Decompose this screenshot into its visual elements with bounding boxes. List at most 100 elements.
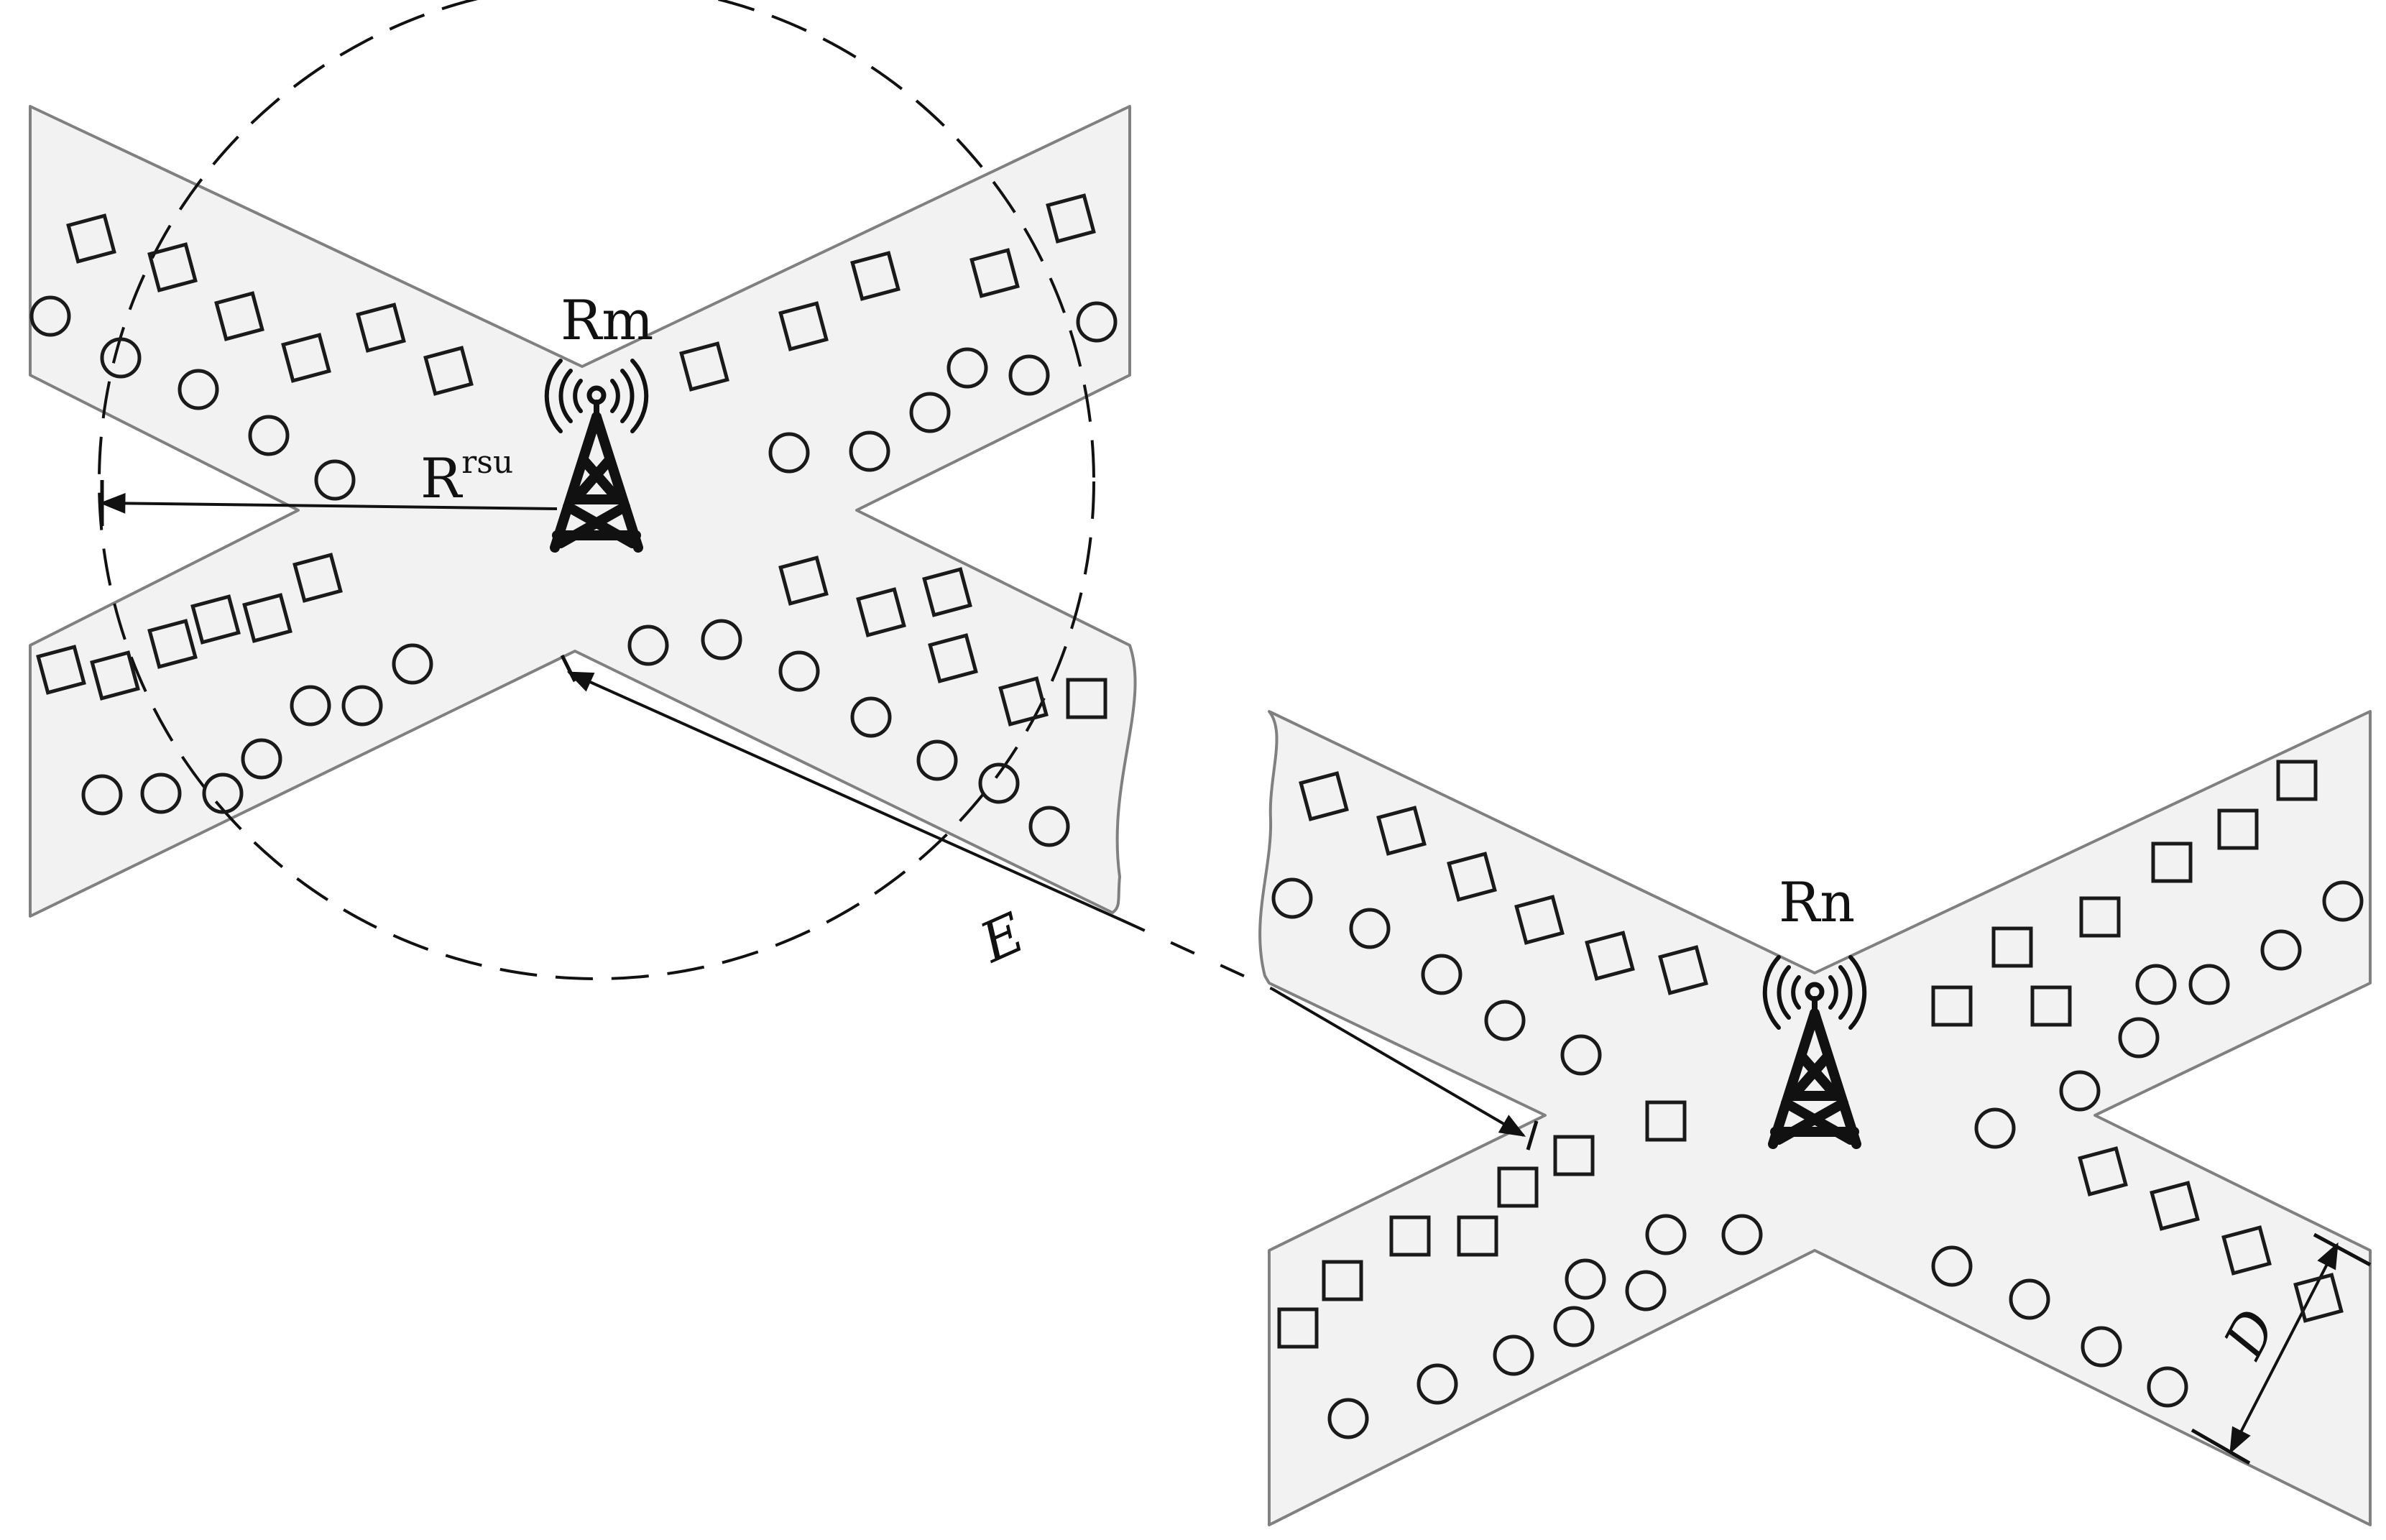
radio-tower-icon bbox=[544, 359, 649, 553]
circle-vehicle-icon bbox=[2118, 1017, 2160, 1059]
circle-vehicle-icon bbox=[1484, 1000, 1526, 1041]
distance-dash-connector bbox=[1120, 918, 1273, 990]
circle-vehicle-icon bbox=[1076, 301, 1118, 343]
square-vehicle-icon bbox=[147, 242, 198, 292]
square-vehicle-icon bbox=[998, 676, 1049, 727]
rsu-coverage-circle bbox=[98, 0, 1095, 980]
circle-vehicle-icon bbox=[849, 430, 890, 472]
square-vehicle-icon bbox=[1066, 678, 1107, 719]
circle-vehicle-icon bbox=[627, 624, 669, 666]
circle-vehicle-icon bbox=[1974, 1107, 2016, 1149]
circle-vehicle-icon bbox=[778, 650, 820, 692]
circle-vehicle-icon bbox=[2081, 1326, 2122, 1368]
square-vehicle-icon bbox=[1553, 1135, 1595, 1176]
square-vehicle-icon bbox=[2150, 1181, 2200, 1231]
circle-vehicle-icon bbox=[81, 774, 123, 816]
square-vehicle-icon bbox=[2221, 1225, 2272, 1276]
circle-vehicle-icon bbox=[29, 295, 71, 337]
square-vehicle-icon bbox=[1299, 771, 1349, 821]
square-vehicle-icon bbox=[1457, 1215, 1498, 1257]
circle-vehicle-icon bbox=[248, 415, 290, 456]
circle-vehicle-icon bbox=[341, 685, 383, 727]
circle-vehicle-icon bbox=[241, 738, 282, 780]
square-vehicle-icon bbox=[2276, 760, 2318, 801]
square-vehicle-icon bbox=[850, 251, 900, 301]
circle-vehicle-icon bbox=[314, 459, 356, 501]
road-width-tick-top bbox=[2313, 1232, 2372, 1267]
square-vehicle-icon bbox=[2151, 842, 2193, 883]
circle-vehicle-icon bbox=[1721, 1214, 1763, 1255]
square-vehicle-icon bbox=[1277, 1307, 1319, 1349]
square-vehicle-icon bbox=[1389, 1215, 1431, 1257]
square-vehicle-icon bbox=[293, 553, 343, 603]
circle-vehicle-icon bbox=[140, 773, 182, 814]
circle-vehicle-icon bbox=[1560, 1034, 1602, 1076]
distance-label: E bbox=[969, 900, 1033, 976]
circle-vehicle-icon bbox=[1271, 877, 1313, 919]
square-vehicle-icon bbox=[1497, 1166, 1539, 1208]
distance-tick-upper bbox=[560, 654, 577, 683]
square-vehicle-icon bbox=[214, 291, 264, 341]
distance-arrow-upper bbox=[566, 671, 1122, 921]
distance-arrow-lower bbox=[1271, 987, 1526, 1137]
circle-vehicle-icon bbox=[2188, 964, 2230, 1005]
square-vehicle-icon bbox=[147, 619, 198, 669]
circle-vehicle-icon bbox=[1417, 1363, 1458, 1405]
circle-vehicle-icon bbox=[2322, 880, 2364, 922]
rsu-n-label: Rn bbox=[1779, 870, 1855, 934]
square-vehicle-icon bbox=[90, 650, 140, 701]
square-vehicle-icon bbox=[2217, 808, 2259, 850]
square-vehicle-icon bbox=[190, 594, 241, 645]
square-vehicle-icon bbox=[2030, 985, 2072, 1027]
square-vehicle-icon bbox=[1931, 985, 1973, 1027]
circle-vehicle-icon bbox=[178, 369, 219, 410]
circle-vehicle-icon bbox=[2260, 929, 2302, 971]
square-vehicle-icon bbox=[856, 587, 906, 637]
circle-vehicle-icon bbox=[2009, 1278, 2050, 1320]
square-vehicle-icon bbox=[2079, 896, 2121, 938]
square-vehicle-icon bbox=[2293, 1273, 2344, 1323]
circle-vehicle-icon bbox=[1421, 954, 1463, 995]
circle-vehicle-icon bbox=[2135, 964, 2177, 1005]
square-vehicle-icon bbox=[969, 248, 1020, 298]
circle-vehicle-icon bbox=[392, 643, 433, 685]
square-vehicle-icon bbox=[1322, 1260, 1363, 1301]
circle-vehicle-icon bbox=[978, 762, 1020, 804]
circle-vehicle-icon bbox=[1008, 354, 1050, 396]
circle-vehicle-icon bbox=[100, 337, 142, 379]
square-vehicle-icon bbox=[242, 593, 293, 643]
rsu-m-label: Rm bbox=[561, 288, 653, 352]
circle-vehicle-icon bbox=[1553, 1306, 1595, 1347]
vehicles-layer bbox=[29, 193, 2364, 1439]
circle-vehicle-icon bbox=[1645, 1214, 1687, 1255]
circle-vehicle-icon bbox=[1327, 1398, 1369, 1439]
circle-vehicle-icon bbox=[290, 685, 331, 727]
circle-vehicle-icon bbox=[1493, 1334, 1534, 1376]
square-vehicle-icon bbox=[1514, 895, 1565, 945]
circle-vehicle-icon bbox=[202, 773, 244, 814]
square-vehicle-icon bbox=[928, 633, 978, 683]
square-vehicle-icon bbox=[778, 555, 829, 606]
circle-vehicle-icon bbox=[916, 739, 958, 781]
square-vehicle-icon bbox=[2078, 1146, 2128, 1197]
circle-vehicle-icon bbox=[768, 432, 810, 474]
radio-tower-icon bbox=[1762, 955, 1867, 1149]
distance-tick-lower bbox=[1526, 1120, 1539, 1151]
circle-vehicle-icon bbox=[1349, 908, 1391, 949]
circle-vehicle-icon bbox=[701, 619, 742, 660]
square-vehicle-icon bbox=[679, 341, 729, 392]
square-vehicle-icon bbox=[356, 303, 406, 353]
square-vehicle-icon bbox=[1585, 931, 1635, 981]
square-vehicle-icon bbox=[36, 645, 86, 695]
square-vehicle-icon bbox=[423, 346, 474, 396]
circle-vehicle-icon bbox=[909, 392, 951, 433]
coverage-radius-label: Rrsu bbox=[420, 444, 513, 510]
circle-vehicle-icon bbox=[946, 347, 988, 389]
square-vehicle-icon bbox=[1991, 926, 2033, 968]
circle-vehicle-icon bbox=[2147, 1366, 2188, 1408]
coverage-radius-arrow bbox=[99, 493, 558, 514]
circle-vehicle-icon bbox=[1931, 1245, 1973, 1287]
square-vehicle-icon bbox=[778, 301, 829, 351]
